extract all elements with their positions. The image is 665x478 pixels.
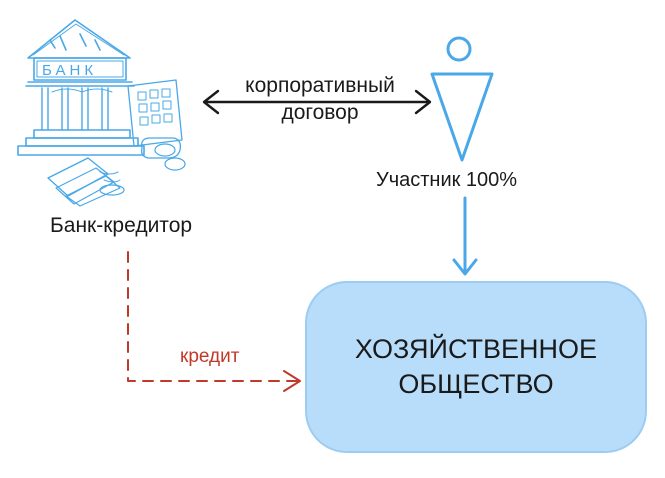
participant-label: Участник 100%: [376, 169, 518, 191]
participant-figure: [430, 36, 494, 162]
bank-sign-text: БАНК: [42, 62, 97, 79]
contract-label-line1: корпоративный: [245, 74, 395, 97]
contract-label-line2: договор: [281, 101, 359, 124]
credit-arrow: [127, 251, 301, 392]
bank-label: Банк-кредитор: [50, 214, 193, 237]
credit-label: кредит: [180, 346, 240, 367]
bank-illustration: [17, 19, 186, 207]
company-title: ХОЗЯЙСТВЕННОЕ ОБЩЕСТВО: [355, 332, 597, 402]
company-title-line1: ХОЗЯЙСТВЕННОЕ: [354, 334, 598, 364]
contract-label: корпоративный договор: [220, 72, 420, 126]
company-box: ХОЗЯЙСТВЕННОЕ ОБЩЕСТВО: [305, 281, 647, 453]
contract-arrow: [202, 89, 432, 115]
company-title-line2: ОБЩЕСТВО: [398, 369, 554, 399]
ownership-arrow: [452, 196, 478, 276]
